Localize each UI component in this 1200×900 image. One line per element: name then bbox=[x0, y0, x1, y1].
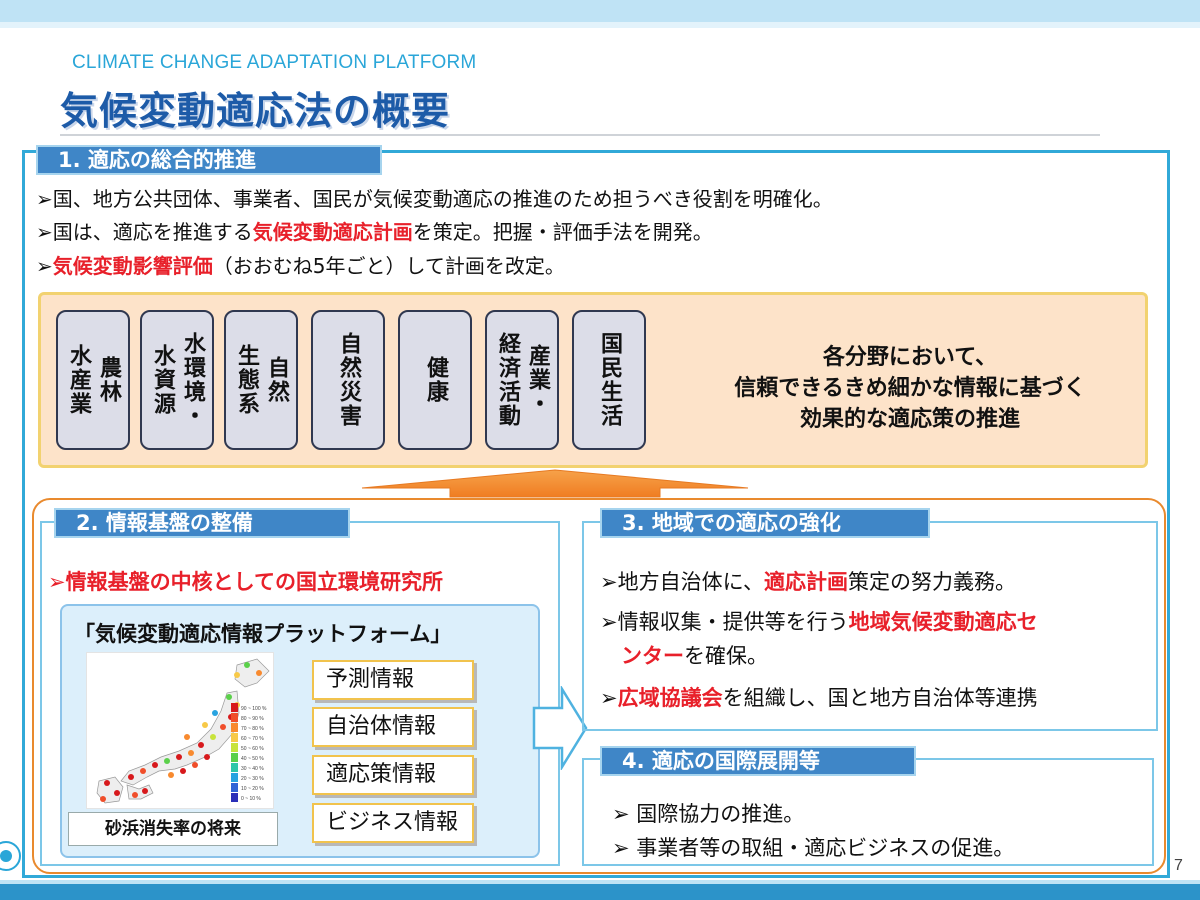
sector-label: 水環境・ bbox=[180, 332, 205, 428]
sec4-line-2: ➢ 事業者等の取組・適応ビジネスの促進。 bbox=[612, 836, 1015, 860]
sector-card-ecosystem: 自然 生態系 bbox=[224, 310, 298, 450]
bottom-banner-stripe bbox=[0, 880, 1200, 884]
legend-swatch bbox=[231, 773, 238, 782]
legend-label: 0 ~ 10 % bbox=[241, 796, 261, 802]
sec3-line-2: ➢情報収集・提供等を行う地域気候変動適応セ bbox=[600, 606, 1038, 636]
info-item-forecast: 予測情報 bbox=[312, 660, 474, 700]
sec3-line-3-post: を確保。 bbox=[684, 644, 768, 668]
top-banner bbox=[0, 0, 1200, 22]
legend-label: 60 ~ 70 % bbox=[241, 736, 264, 742]
lower-panel bbox=[32, 498, 1166, 874]
sec1-line-2-highlight: 気候変動適応計画 bbox=[252, 220, 413, 244]
sec3-line-1-post: 策定の努力義務。 bbox=[847, 570, 1016, 594]
sector-label: 国民生活 bbox=[597, 332, 622, 428]
sector-card-water: 水環境・ 水資源 bbox=[140, 310, 214, 450]
legend-swatch bbox=[231, 793, 238, 802]
main-frame bbox=[22, 150, 1170, 878]
page-title: 気候変動適応法の概要 bbox=[60, 89, 451, 133]
legend-swatch bbox=[231, 763, 238, 772]
sector-label: 健康 bbox=[423, 356, 448, 404]
bottom-banner bbox=[0, 884, 1200, 900]
sector-label: 産業・ bbox=[525, 344, 550, 416]
sec3-line-1-highlight: 適応計画 bbox=[763, 570, 848, 594]
title-divider bbox=[60, 134, 1100, 136]
sec4-line-1: ➢ 国際協力の推進。 bbox=[612, 802, 805, 826]
sector-card-citizens: 国民生活 bbox=[572, 310, 646, 450]
map-caption: 砂浜消失率の将来 bbox=[68, 812, 278, 846]
sector-summary-line: 各分野において、 bbox=[822, 345, 998, 370]
top-banner-stripe bbox=[0, 22, 1200, 28]
sector-label: 水産業 bbox=[66, 344, 91, 416]
sector-label: 農林 bbox=[96, 356, 121, 404]
bullet-icon: ➢ bbox=[36, 254, 53, 278]
info-item-adaptation: 適応策情報 bbox=[312, 755, 474, 795]
legend-label: 20 ~ 30 % bbox=[241, 776, 264, 782]
sec3-line-3-pre bbox=[600, 644, 621, 668]
bullet-icon: ➢ bbox=[36, 220, 53, 244]
sector-card-disaster: 自然災害 bbox=[311, 310, 385, 450]
sec1-line-1: ➢国、地方公共団体、事業者、国民が気候変動適応の推進のため担うべき役割を明確化。 bbox=[36, 183, 833, 212]
sector-summary-line: 効果的な適応策の推進 bbox=[799, 407, 1020, 432]
legend-swatch bbox=[231, 703, 238, 712]
sector-summary: 各分野において、 信頼できるきめ細かな情報に基づく 効果的な適応策の推進 bbox=[690, 342, 1130, 435]
legend-label: 40 ~ 50 % bbox=[241, 756, 264, 762]
brand-text: CLIMATE CHANGE ADAPTATION PLATFORM bbox=[72, 52, 477, 73]
bullet-icon: ➢ bbox=[36, 187, 53, 211]
legend-label: 90 ~ 100 % bbox=[241, 706, 267, 712]
sec3-line-1-pre: ➢地方自治体に、 bbox=[600, 570, 764, 594]
sector-label: 水資源 bbox=[150, 344, 175, 416]
sec1-line-1-text: 国、地方公共団体、事業者、国民が気候変動適応の推進のため担うべき役割を明確化。 bbox=[52, 187, 833, 211]
sector-card-agriculture: 農林 水産業 bbox=[56, 310, 130, 450]
right-arrow-icon bbox=[532, 686, 588, 770]
legend-swatch bbox=[231, 783, 238, 792]
sec1-line-3: ➢気候変動影響評価（おおむね5年ごと）して計画を改定。 bbox=[36, 250, 565, 279]
section2-tab: 2. 情報基盤の整備 bbox=[54, 508, 350, 538]
info-item-municipal: 自治体情報 bbox=[312, 707, 474, 747]
sector-summary-line: 信頼できるきめ細かな情報に基づく bbox=[734, 376, 1086, 401]
sec2-lead: ➢情報基盤の中核としての国立環境研究所 bbox=[48, 570, 443, 594]
sector-label: 生態系 bbox=[234, 344, 259, 416]
sec1-line-2: ➢国は、適応を推進する気候変動適応計画を策定。把握・評価手法を開発。 bbox=[36, 216, 713, 245]
sector-label: 自然災害 bbox=[336, 332, 361, 428]
legend-swatch bbox=[231, 713, 238, 722]
sec3-line-4: ➢広域協議会を組織し、国と地方自治体等連携 bbox=[600, 682, 1038, 712]
legend-swatch bbox=[231, 733, 238, 742]
page-number: 7 bbox=[1174, 857, 1183, 874]
japan-map-image: 90 ~ 100 % 80 ~ 90 % 70 ~ 80 % 60 ~ 70 %… bbox=[96, 658, 270, 804]
sector-label: 自然 bbox=[264, 356, 289, 404]
footer-logo-icon bbox=[0, 841, 21, 871]
up-arrow-icon bbox=[361, 469, 749, 498]
legend-swatch bbox=[231, 753, 238, 762]
sector-card-industry: 産業・ 経済活動 bbox=[485, 310, 559, 450]
sec1-line-2-post: を策定。把握・評価手法を開発。 bbox=[412, 220, 713, 244]
section4-tab: 4. 適応の国際展開等 bbox=[600, 746, 916, 776]
legend-swatch bbox=[231, 723, 238, 732]
sec3-line-2-highlight: 地域気候変動適応セ bbox=[848, 610, 1038, 634]
legend-label: 30 ~ 40 % bbox=[241, 766, 264, 772]
info-item-business: ビジネス情報 bbox=[312, 803, 474, 843]
sec3-line-4-highlight: 広域協議会 bbox=[617, 686, 723, 710]
sec3-line-4-pre: ➢ bbox=[600, 686, 618, 710]
sector-label: 経済活動 bbox=[495, 332, 520, 428]
sec3-line-1: ➢地方自治体に、適応計画策定の努力義務。 bbox=[600, 566, 1016, 596]
platform-title: 「気候変動適応情報プラットフォーム」 bbox=[74, 622, 452, 646]
sec3-line-3: ンターを確保。 bbox=[600, 640, 768, 670]
japan-map: 90 ~ 100 % 80 ~ 90 % 70 ~ 80 % 60 ~ 70 %… bbox=[86, 652, 274, 809]
map-legend: 90 ~ 100 % 80 ~ 90 % 70 ~ 80 % 60 ~ 70 %… bbox=[231, 703, 267, 802]
section3-tab: 3. 地域での適応の強化 bbox=[600, 508, 930, 538]
sec1-line-2-pre: 国は、適応を推進する bbox=[52, 220, 253, 244]
sec3-line-2-pre: ➢情報収集・提供等を行う bbox=[600, 610, 849, 634]
legend-label: 10 ~ 20 % bbox=[241, 786, 264, 792]
legend-label: 70 ~ 80 % bbox=[241, 726, 264, 732]
sec3-line-3-highlight: ンター bbox=[621, 644, 684, 668]
sector-card-health: 健康 bbox=[398, 310, 472, 450]
sec3-line-4-post: を組織し、国と地方自治体等連携 bbox=[722, 686, 1038, 710]
legend-label: 80 ~ 90 % bbox=[241, 716, 264, 722]
legend-swatch bbox=[231, 743, 238, 752]
map-dots bbox=[100, 662, 262, 802]
sec1-line-3-post: （おおむね5年ごと）して計画を改定。 bbox=[212, 254, 565, 278]
legend-label: 50 ~ 60 % bbox=[241, 746, 264, 752]
section1-tab: 1. 適応の総合的推進 bbox=[36, 145, 382, 175]
sec1-line-3-highlight: 気候変動影響評価 bbox=[52, 254, 213, 278]
